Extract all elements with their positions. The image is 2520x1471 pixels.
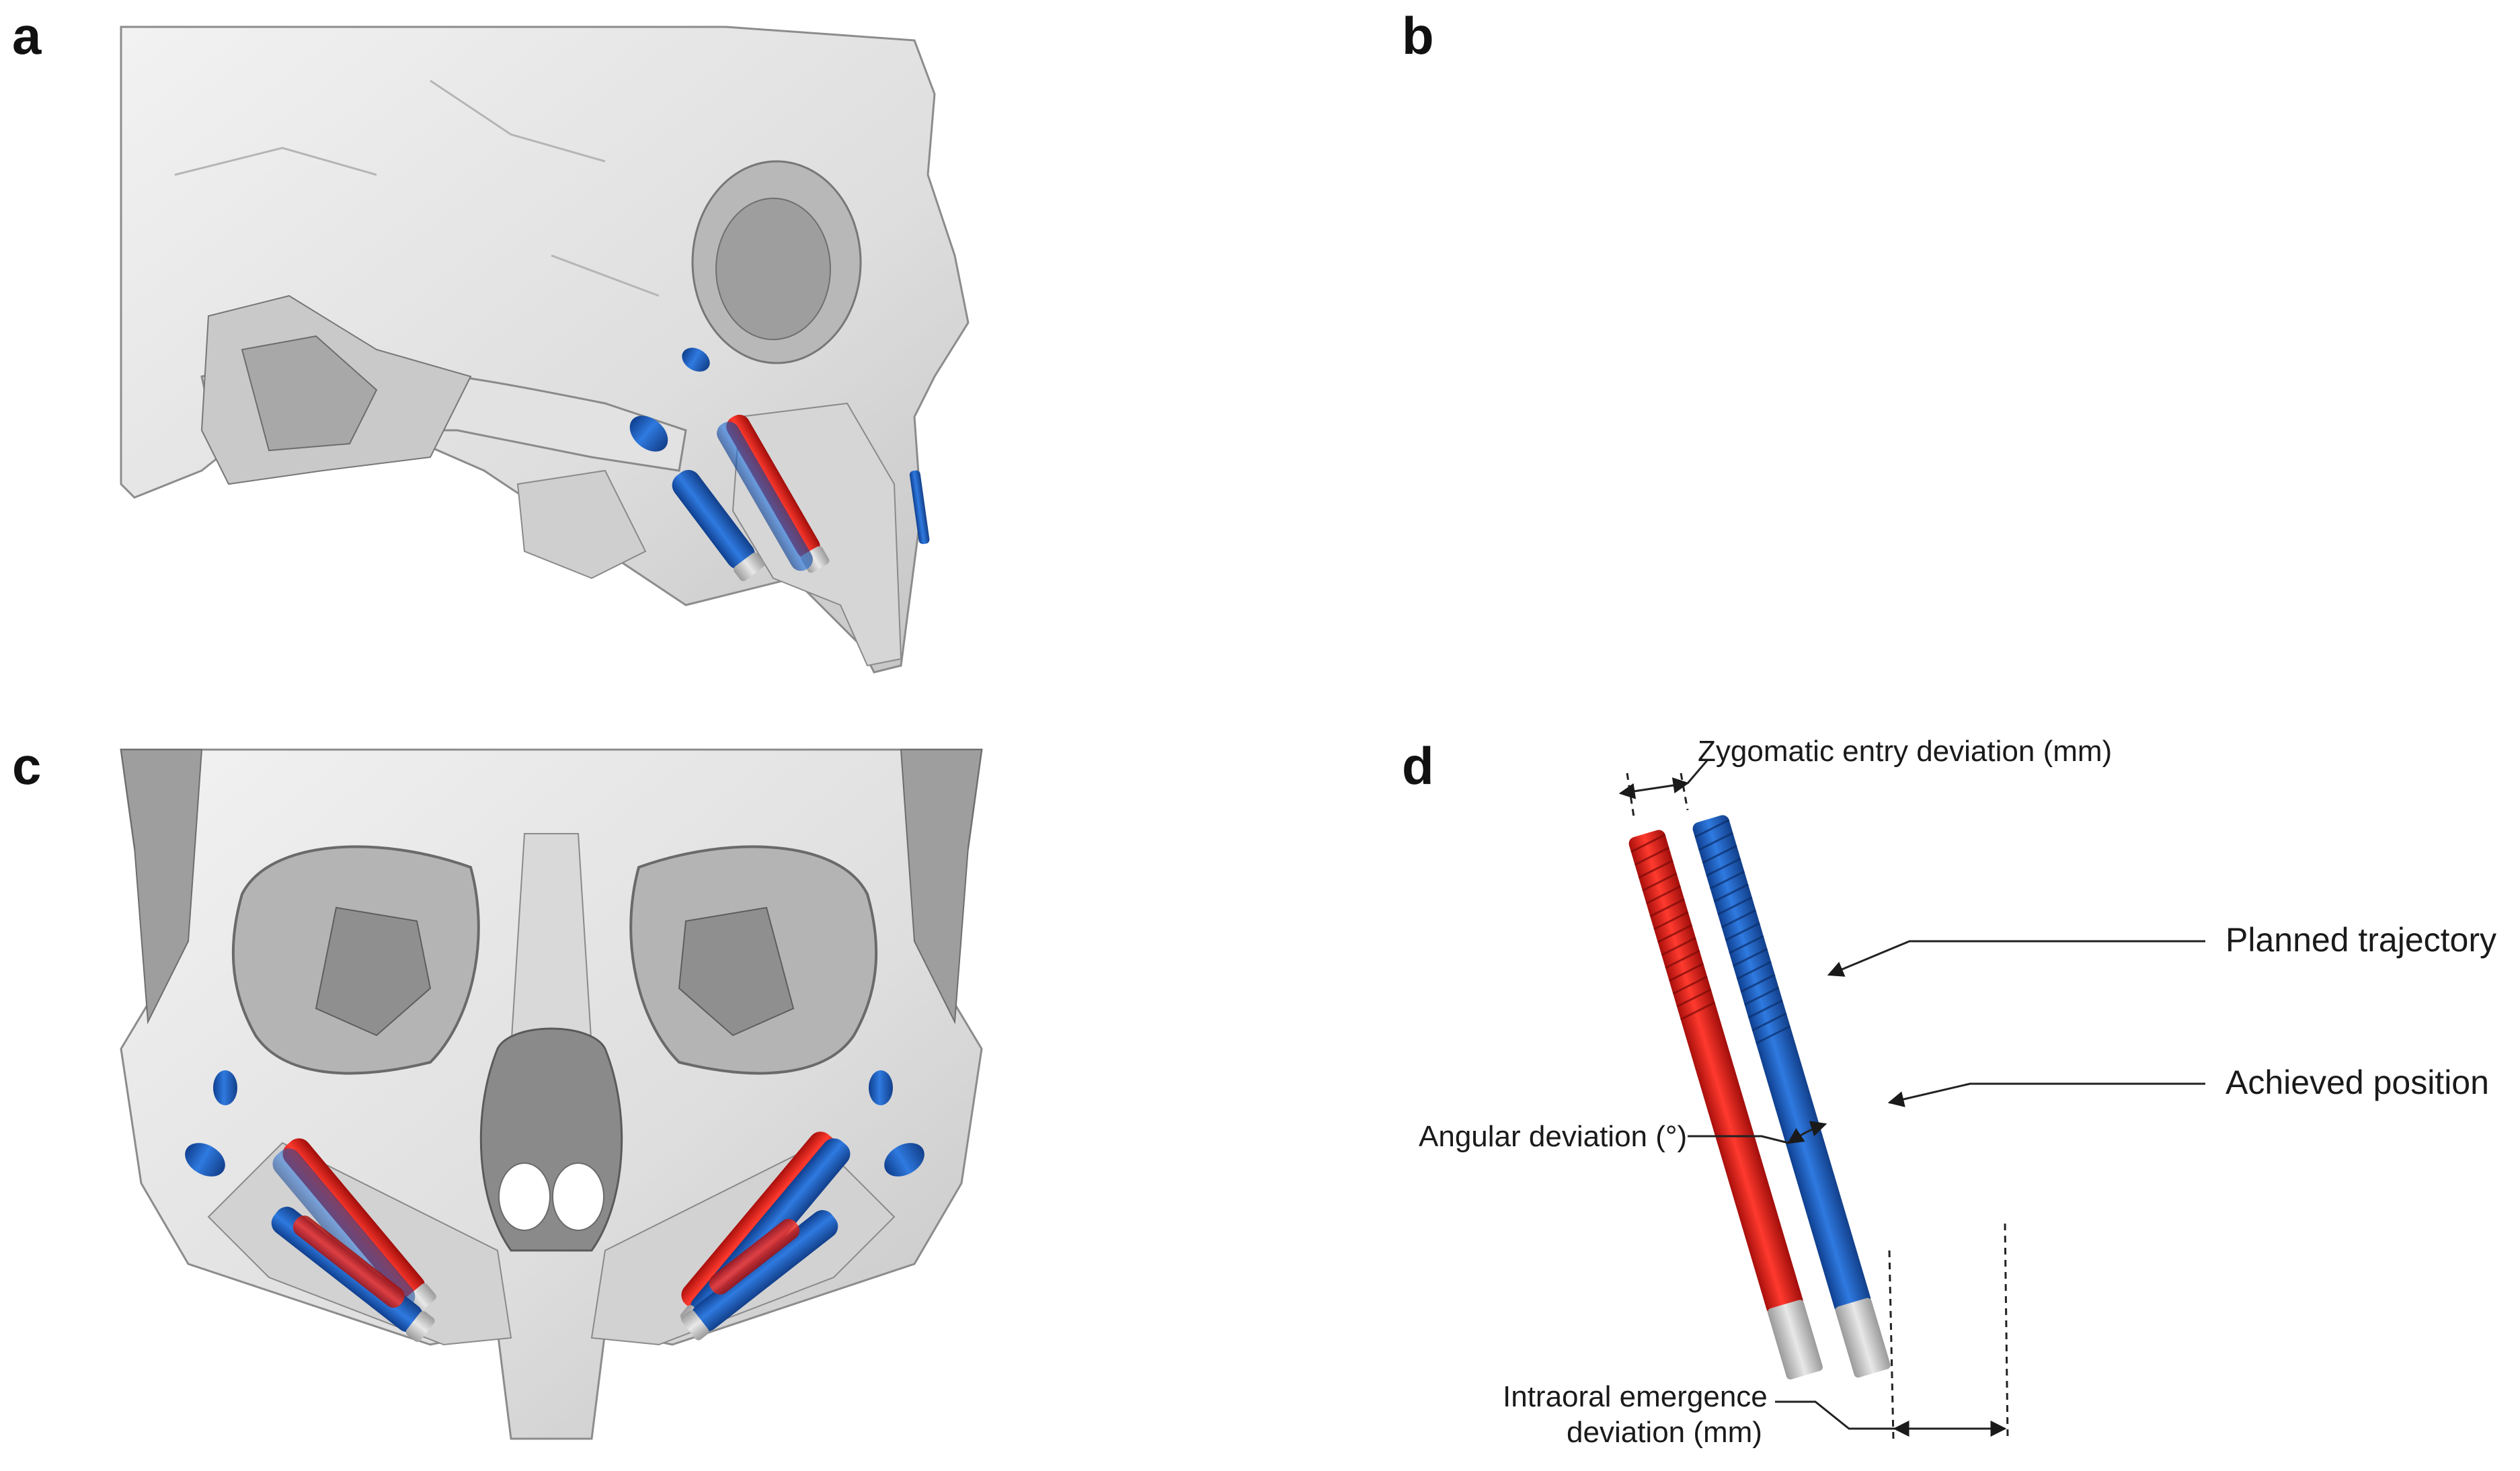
skull-lateral-right [120,26,970,674]
planned-implant [717,422,813,571]
implant-thread [1694,819,1791,1045]
label-angular: Angular deviation (°) [1419,1120,1687,1153]
skull-frontal [120,748,983,1440]
planned-implant-schematic [1692,815,1891,1378]
angular-deviation-arc [1787,1121,1827,1144]
entry-point-marker [884,1143,924,1177]
achieved-implant [292,1216,405,1308]
entry-point-marker [629,415,668,452]
emergence-leader-line [1775,1400,1895,1430]
panel-d: Zygomatic entry deviation (mm) Planned t… [1419,735,2496,1449]
label-intraoral-line2: deviation (mm) [1567,1416,1762,1449]
entry-leader-line [1686,759,1709,784]
implant-thread [1630,834,1716,1021]
panel-a [120,26,970,674]
label-intraoral-line1: Intraoral emergence [1503,1380,1768,1413]
entry-point-marker [682,348,710,372]
entry-point-marker [869,1070,893,1105]
panel-letter-a: a [12,6,42,65]
planned-pointer [1827,940,2205,977]
angular-leader-line [1688,1135,1789,1144]
achieved-implant-schematic [1628,830,1823,1380]
planned-implant [680,1209,838,1341]
label-achieved: Achieved position [2226,1064,2489,1101]
entry-guide-line [1626,772,1635,818]
planned-implant [909,470,930,545]
achieved-implant [709,1219,800,1295]
entry-deviation-arrow [1618,777,1690,799]
panel-c [120,748,983,1440]
entry-point-marker [213,1070,237,1105]
panel-letter-b: b [1402,6,1434,65]
emergence-guide-line [2004,1223,2009,1439]
label-zygomatic-entry: Zygomatic entry deviation (mm) [1698,735,2112,768]
planned-implant [672,469,765,582]
achieved-pointer [1887,1082,2205,1107]
entry-point-marker [185,1143,225,1177]
label-planned: Planned trajectory [2226,921,2496,959]
entry-guide-line [1680,772,1689,811]
planned-implant [272,1148,416,1312]
emergence-guide-line [1888,1250,1895,1439]
panel-letter-c: c [12,736,42,795]
panel-letter-d: d [1402,736,1434,795]
